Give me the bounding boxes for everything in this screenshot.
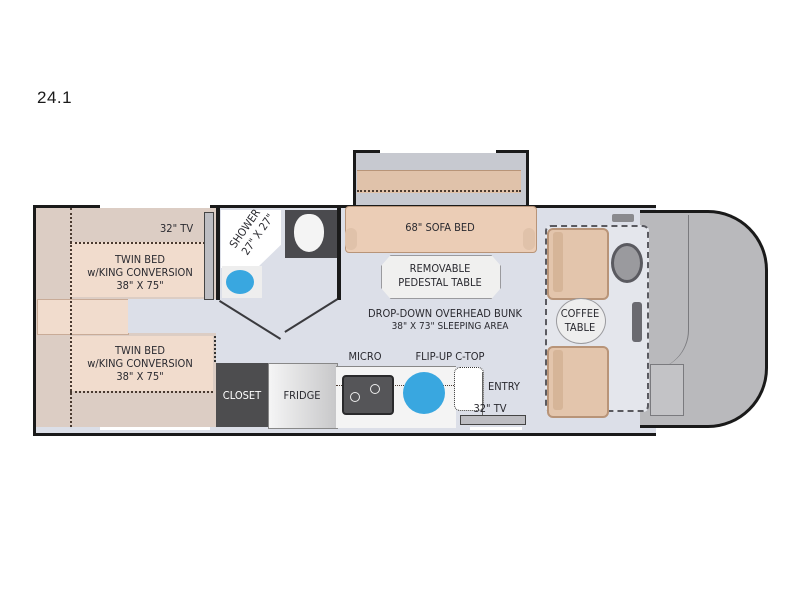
model-number: 24.1: [37, 88, 73, 107]
coffee-table-label-1: COFFEE: [560, 307, 600, 320]
closet-label: CLOSET: [222, 389, 262, 402]
entry-tv-label: 32" TV: [473, 402, 507, 415]
bed-fold-line-bottom: [70, 391, 213, 393]
sofa-arm-right: [523, 228, 535, 250]
closet: [216, 363, 268, 427]
twin-bed-top: [70, 242, 213, 297]
galley-sink-icon: [403, 372, 445, 414]
fridge: [268, 363, 338, 429]
sink-basin-icon: [226, 270, 254, 294]
counter-edge-line: [336, 385, 456, 386]
aisle-floor: [128, 299, 216, 333]
twin-bed-bottom-label-1: TWIN BED: [115, 344, 165, 357]
pedestal-table: [381, 255, 501, 299]
bed-connector: [37, 299, 129, 335]
sofa-bed-label: 68" SOFA BED: [405, 221, 475, 234]
bunk-label-1: DROP-DOWN OVERHEAD BUNK: [368, 307, 522, 320]
twin-bed-top-label-3: 38" X 75": [116, 279, 164, 292]
sofa-fold-line: [357, 190, 521, 192]
cab-seat-bottom-back: [553, 350, 563, 410]
dash-vents-icon: [612, 214, 634, 222]
pedestal-table-label-2: PEDESTAL TABLE: [398, 276, 482, 289]
coffee-table-label-2: TABLE: [564, 321, 596, 334]
shifter-icon: [632, 302, 642, 342]
twin-bed-top-label-1: TWIN BED: [115, 253, 165, 266]
entry-label: ENTRY: [488, 380, 520, 393]
sofa-bed: [345, 206, 537, 253]
bed-fold-line-vertical: [70, 208, 72, 427]
coffee-table: [556, 298, 606, 344]
flip-up-counter: [454, 367, 484, 411]
steering-wheel-icon: [611, 243, 643, 283]
bed-accordion-icon: [214, 336, 222, 362]
bathroom-wall-right: [337, 208, 341, 300]
twin-bed-top-label-2: w/KING CONVERSION: [87, 266, 193, 279]
bunk-label-2: 38" X 73" SLEEPING AREA: [391, 321, 509, 332]
bed-fold-line-top: [70, 242, 213, 244]
fridge-label: FRIDGE: [283, 389, 321, 402]
cab-seat-top-back: [553, 232, 563, 292]
twin-bed-bottom: [70, 336, 213, 391]
rear-window-top: [100, 205, 210, 208]
burner-icon-1: [350, 392, 360, 402]
burner-icon-2: [370, 384, 380, 394]
rear-window-bottom: [100, 427, 210, 430]
entry: [482, 372, 533, 422]
pedestal-table-label-1: REMOVABLE: [409, 262, 471, 275]
slide-out-window: [380, 150, 496, 153]
entry-tv: [460, 415, 526, 425]
cab-step: [650, 364, 684, 416]
rear-tv-label: 32" TV: [160, 222, 194, 235]
sofa-arm-left: [345, 228, 357, 250]
twin-bed-bottom-label-3: 38" X 75": [116, 370, 164, 383]
rear-tv: [204, 212, 214, 300]
twin-bed-bottom-label-2: w/KING CONVERSION: [87, 357, 193, 370]
entry-door-gap: [470, 427, 522, 430]
toilet-icon: [294, 214, 324, 252]
bathroom-wall-left: [216, 208, 220, 300]
sofa-back: [357, 170, 521, 193]
cab-inner-curve: [648, 215, 689, 370]
micro-label: MICRO: [348, 350, 382, 363]
ctop-label: FLIP-UP C-TOP: [415, 350, 485, 363]
